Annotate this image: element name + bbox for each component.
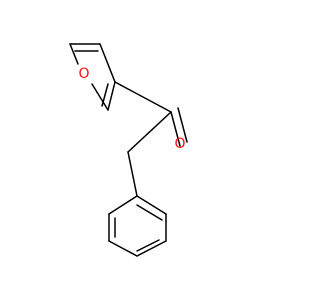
bond-c3-c4 <box>99 43 116 83</box>
bond-furan-carbonyl <box>114 81 172 113</box>
bond-ch2-ipso <box>127 151 138 197</box>
bond-p3-p4-double <box>136 239 160 252</box>
bond-p4-p5 <box>108 240 138 257</box>
furan-ring <box>69 43 116 111</box>
bond-c5-o1 <box>91 83 109 111</box>
bond-p6-p1 <box>108 195 138 215</box>
bond-carbonyl-ch2 <box>127 111 172 153</box>
bond-p3-p4 <box>136 240 167 257</box>
bond-c4-c5 <box>107 81 116 111</box>
bond-o1-c2 <box>69 43 79 65</box>
bond-carbonyl-oxygen <box>170 111 181 147</box>
bond-carbonyl-oxygen-double <box>177 107 188 143</box>
bond-p1-p2-double <box>136 204 163 221</box>
carbonyl-oxygen-label: O <box>174 136 185 152</box>
bond-p1-p2 <box>136 195 167 215</box>
furan-oxygen-label: O <box>78 66 89 82</box>
ketone-group <box>114 81 188 153</box>
phenyl-ring <box>108 151 167 257</box>
molecule-structure: O O <box>69 43 188 257</box>
